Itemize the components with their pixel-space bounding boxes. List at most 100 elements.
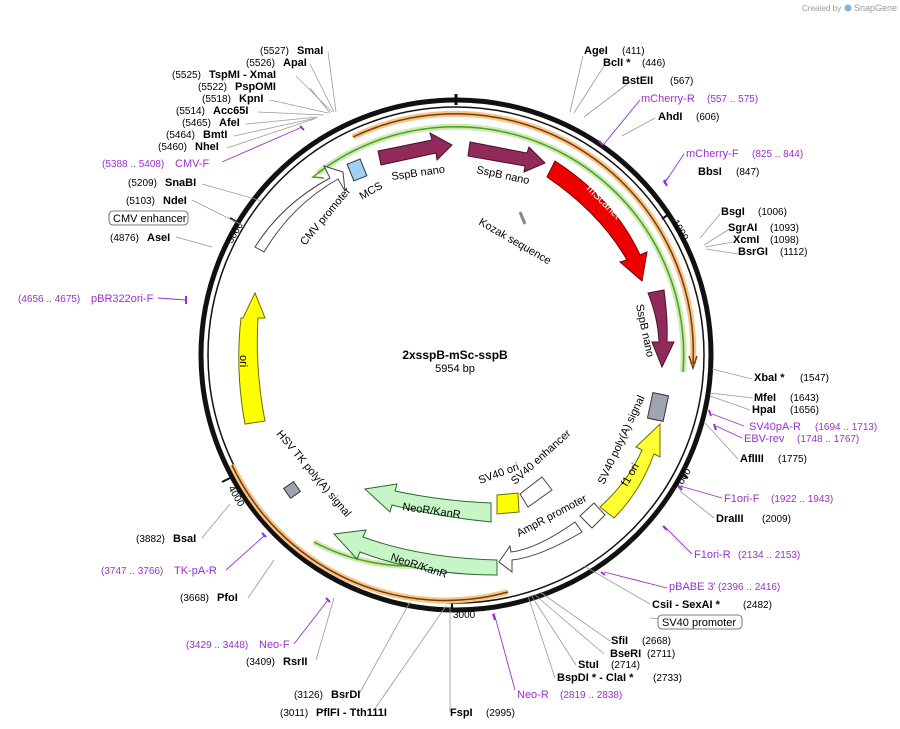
mcs-box[interactable] <box>346 158 368 182</box>
enzyme-stui[interactable]: StuI <box>578 659 599 671</box>
primer-pbabe3[interactable]: pBABE 3' <box>669 581 716 593</box>
enzyme-bsrdi[interactable]: BsrDI <box>331 689 360 701</box>
enzyme-pos-bsrgi: (1112) <box>780 247 807 258</box>
enzyme-fspi[interactable]: FspI <box>450 707 473 719</box>
ampr-promoter-arrow[interactable] <box>498 521 583 574</box>
enzyme-xbai[interactable]: XbaI * <box>754 372 785 384</box>
primer-pos-pbr322ori-f: (4656 .. 4675) <box>18 294 80 305</box>
primer-tk-pa-r[interactable]: TK-pA-R <box>174 565 217 577</box>
enzyme-afei[interactable]: AfeI <box>219 117 240 129</box>
enzyme-ndei[interactable]: NdeI <box>163 195 187 207</box>
sspb-nano-arrow-3[interactable] <box>647 289 675 369</box>
enzyme-rsrii[interactable]: RsrII <box>283 656 307 668</box>
enzyme-pos-bsai: (3882) <box>136 534 165 545</box>
enzyme-kpni[interactable]: KpnI <box>239 93 263 105</box>
enzyme-acc65i[interactable]: Acc65I <box>213 105 248 117</box>
enzyme-pos-bspdi-clai: (2733) <box>653 673 682 684</box>
cmv-promoter-arrow[interactable] <box>254 165 346 253</box>
enzyme-pflfi-tth111i[interactable]: PflFI - Tth111I <box>316 707 387 719</box>
primer-ebv-rev[interactable]: EBV-rev <box>744 433 785 445</box>
enzyme-pos-tspmi-xmai: (5525) <box>172 70 201 81</box>
enzyme-csii-sexai[interactable]: CsiI - SexAI * <box>652 599 721 611</box>
enzyme-smai[interactable]: SmaI <box>297 45 323 57</box>
cmv-enhancer-box[interactable] <box>108 210 189 226</box>
enzyme-draiii[interactable]: DraIII <box>716 513 744 525</box>
ori-arrow[interactable] <box>238 291 266 425</box>
enzyme-xcmi[interactable]: XcmI <box>733 234 759 246</box>
enzyme-nhei[interactable]: NheI <box>195 141 219 153</box>
sv40-promoter-box[interactable] <box>657 614 743 630</box>
tick-mark-4000 <box>221 477 231 483</box>
primer-pos-pbabe3: (2396 .. 2416) <box>718 582 780 593</box>
plasmid-length: 5954 bp <box>435 363 475 375</box>
sv40-polya-box[interactable] <box>646 392 670 422</box>
feature-label-kozak: Kozak sequence <box>477 216 553 267</box>
neor-kanr-arrow-2[interactable] <box>332 529 498 576</box>
enzyme-sfii[interactable]: SfiI <box>611 635 628 647</box>
enzyme-pos-bcli: (446) <box>642 58 665 69</box>
primer-cmv-f[interactable]: CMV-F <box>175 158 210 170</box>
sspb-nano-arrow-2[interactable] <box>467 141 546 173</box>
enzyme-agei[interactable]: AgeI <box>584 45 608 57</box>
primer-pos-tk-pa-r: (3747 .. 3766) <box>101 566 163 577</box>
enzyme-pos-mfei: (1643) <box>790 393 819 404</box>
enzyme-bmti[interactable]: BmtI <box>203 129 227 141</box>
primer-leader-lines <box>157 99 745 691</box>
credit-prefix: Created by <box>802 4 841 13</box>
enzyme-pos-pflfi: (3011) <box>280 708 308 719</box>
enzyme-bsai[interactable]: BsaI <box>173 533 196 545</box>
enzyme-pos-beseri: (2711) <box>647 649 675 660</box>
enzyme-hpai[interactable]: HpaI <box>752 404 776 416</box>
enzyme-bsrgi[interactable]: BsrGI <box>738 246 768 258</box>
primer-mcherry-f[interactable]: mCherry-F <box>686 148 739 160</box>
enzyme-snabi[interactable]: SnaBI <box>165 177 196 189</box>
enzyme-pos-nhei: (5460) <box>158 142 187 153</box>
enzyme-sgrai[interactable]: SgrAI <box>728 222 757 234</box>
enzyme-mfei[interactable]: MfeI <box>754 392 776 404</box>
primer-neo-f[interactable]: Neo-F <box>259 639 290 651</box>
enzyme-pos-xcmi: (1098) <box>770 235 799 246</box>
enzyme-pspomi[interactable]: PspOMI <box>235 81 276 93</box>
primer-mcherry-r[interactable]: mCherry-R <box>641 93 695 105</box>
enzyme-pos-ndei: (5103) <box>126 196 155 207</box>
enzyme-pos-afei: (5465) <box>182 118 211 129</box>
enzyme-asei[interactable]: AseI <box>147 232 170 244</box>
enzyme-bcli[interactable]: BclI * <box>603 57 631 69</box>
primer-pos-cmv-f: (5388 .. 5408) <box>102 159 164 170</box>
enzyme-bsteii[interactable]: BstEII <box>622 75 653 87</box>
enzyme-bspdi-clai[interactable]: BspDI * - ClaI * <box>557 672 634 684</box>
enzyme-pos-fspi: (2995) <box>486 708 515 719</box>
sv40-enhancer-box[interactable] <box>519 476 553 508</box>
enzyme-pos-sfii: (2668) <box>642 636 671 647</box>
enzyme-pos-pspomi: (5522) <box>198 82 227 93</box>
enzyme-afliii[interactable]: AflIII <box>740 453 764 465</box>
green-orf-band-top-line <box>317 126 685 373</box>
enzyme-pfoi[interactable]: PfoI <box>217 592 238 604</box>
sv40-ori-box[interactable] <box>496 492 520 515</box>
sspb-nano-arrow-1[interactable] <box>377 131 453 166</box>
kozak-marker <box>518 211 527 225</box>
mscarlet-arrow[interactable] <box>546 160 648 282</box>
enzyme-tspmi-xmai[interactable]: TspMI - XmaI <box>209 69 276 81</box>
primer-pos-f1ori-f: (1922 .. 1943) <box>771 494 833 505</box>
enzyme-bbsi[interactable]: BbsI <box>698 166 722 178</box>
primer-f1ori-f[interactable]: F1ori-F <box>724 493 760 505</box>
primer-neo-r[interactable]: Neo-R <box>517 689 549 701</box>
enzyme-pos-bsgi: (1006) <box>758 207 787 218</box>
tick-label-1000: 1000 <box>669 218 690 243</box>
enzyme-apai[interactable]: ApaI <box>283 57 307 69</box>
primer-sv40pa-r[interactable]: SV40pA-R <box>749 421 801 433</box>
f1-ori-arrow[interactable] <box>599 422 661 519</box>
enzyme-pos-stui: (2714) <box>611 660 640 671</box>
small-promoter-arrow[interactable] <box>579 502 606 529</box>
primer-pbr322ori-f[interactable]: pBR322ori-F <box>91 293 154 305</box>
hsv-tk-box[interactable] <box>282 480 302 500</box>
enzyme-pos-kpni: (5518) <box>202 94 231 105</box>
enzyme-beseri[interactable]: BseRI <box>610 648 641 660</box>
primer-f1ori-r[interactable]: F1ori-R <box>694 549 731 561</box>
enzyme-ahdi[interactable]: AhdI <box>658 111 682 123</box>
enzyme-bsgi[interactable]: BsgI <box>721 206 745 218</box>
neor-kanr-arrow-1[interactable] <box>363 483 492 523</box>
enzyme-pos-snabi: (5209) <box>128 178 157 189</box>
